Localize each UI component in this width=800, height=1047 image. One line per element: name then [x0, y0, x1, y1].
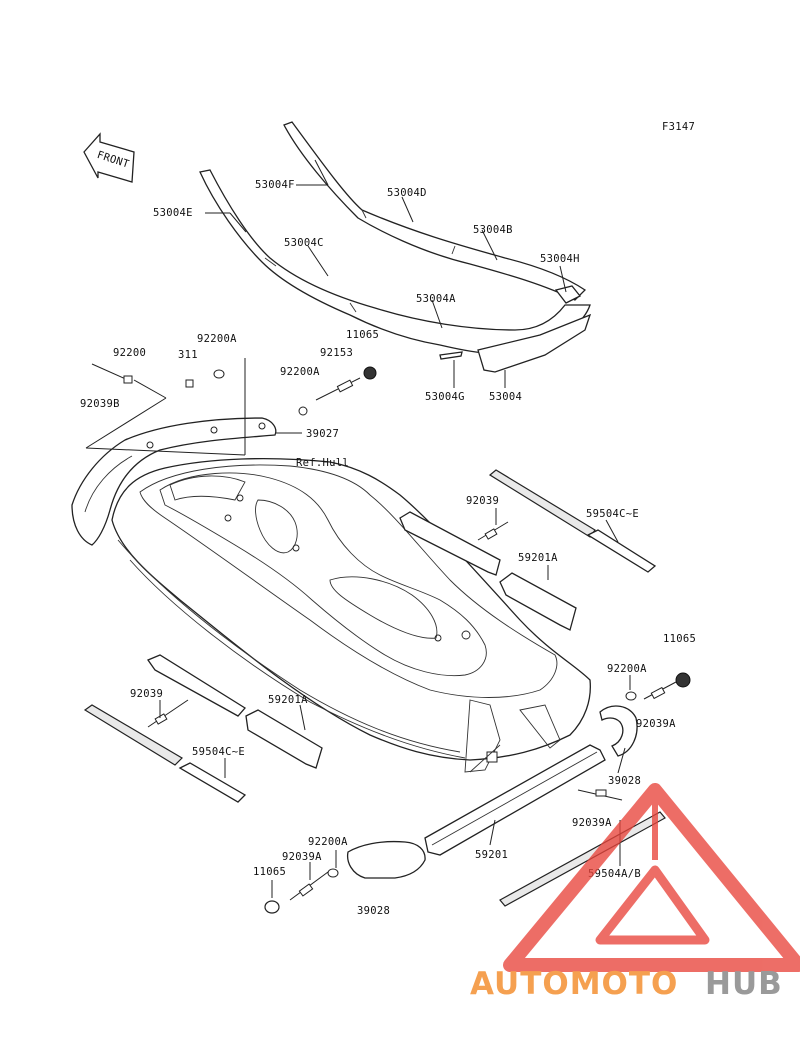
part-labels: 53004F 53004D 53004E 53004B 53004C 53004…	[80, 179, 696, 917]
label-92039-right: 92039	[466, 495, 499, 507]
watermark-logo: AUTOMOTO HUB	[470, 783, 800, 1002]
label-59504CE-left: 59504C~E	[192, 746, 245, 758]
label-92039-left: 92039	[130, 688, 163, 700]
label-11065-bottom: 11065	[253, 866, 286, 878]
watermark-triangle-icon	[503, 783, 800, 972]
label-53004G: 53004G	[425, 391, 465, 403]
left-rail-parts	[83, 654, 323, 803]
watermark-text-automoto: AUTOMOTO	[470, 966, 678, 1002]
label-53004E: 53004E	[153, 207, 193, 219]
label-92200A-top: 92200A	[197, 333, 237, 345]
watermark-text-hub: HUB	[705, 966, 783, 1002]
label-311: 311	[178, 349, 198, 361]
seat-mat-assembly	[199, 121, 592, 373]
right-rail-leaders	[495, 508, 619, 580]
label-59201A-right: 59201A	[518, 552, 558, 564]
right-rail-parts	[399, 469, 657, 631]
label-39028-right: 39028	[608, 775, 641, 787]
label-92200A-mid: 92200A	[280, 366, 320, 378]
label-53004F: 53004F	[255, 179, 295, 191]
right-rear-bracket	[599, 672, 691, 774]
label-59201: 59201	[475, 849, 508, 861]
label-53004: 53004	[489, 391, 522, 403]
hull-ref-label: Ref.Hull	[296, 457, 349, 469]
label-53004B: 53004B	[473, 224, 513, 236]
label-59201A-left: 59201A	[268, 694, 308, 706]
rear-trim-assembly	[71, 358, 377, 546]
label-39028-bottom: 39028	[357, 905, 390, 917]
label-59504CE-right: 59504C~E	[586, 508, 639, 520]
label-11065-right: 11065	[663, 633, 696, 645]
label-11065-top: 11065	[346, 329, 379, 341]
label-53004H: 53004H	[540, 253, 580, 265]
label-92039B: 92039B	[80, 398, 120, 410]
label-92039A-right: 92039A	[636, 718, 676, 730]
front-arrow-icon: FRONT	[83, 132, 135, 183]
label-92200A-right: 92200A	[607, 663, 647, 675]
label-39027: 39027	[306, 428, 339, 440]
hull-body: Ref.Hull	[111, 457, 591, 773]
label-92153: 92153	[320, 347, 353, 359]
label-92039A-lower: 92039A	[572, 817, 612, 829]
figure-code: F3147	[662, 121, 695, 133]
label-59504AB: 59504A/B	[588, 868, 641, 880]
left-rail-leaders	[159, 700, 306, 778]
label-53004C: 53004C	[284, 237, 324, 249]
label-92039A-bottom: 92039A	[282, 851, 322, 863]
label-53004D: 53004D	[387, 187, 427, 199]
label-53004A: 53004A	[416, 293, 456, 305]
label-92200A-bottom: 92200A	[308, 836, 348, 848]
mat-leaders	[205, 159, 567, 388]
label-92200: 92200	[113, 347, 146, 359]
